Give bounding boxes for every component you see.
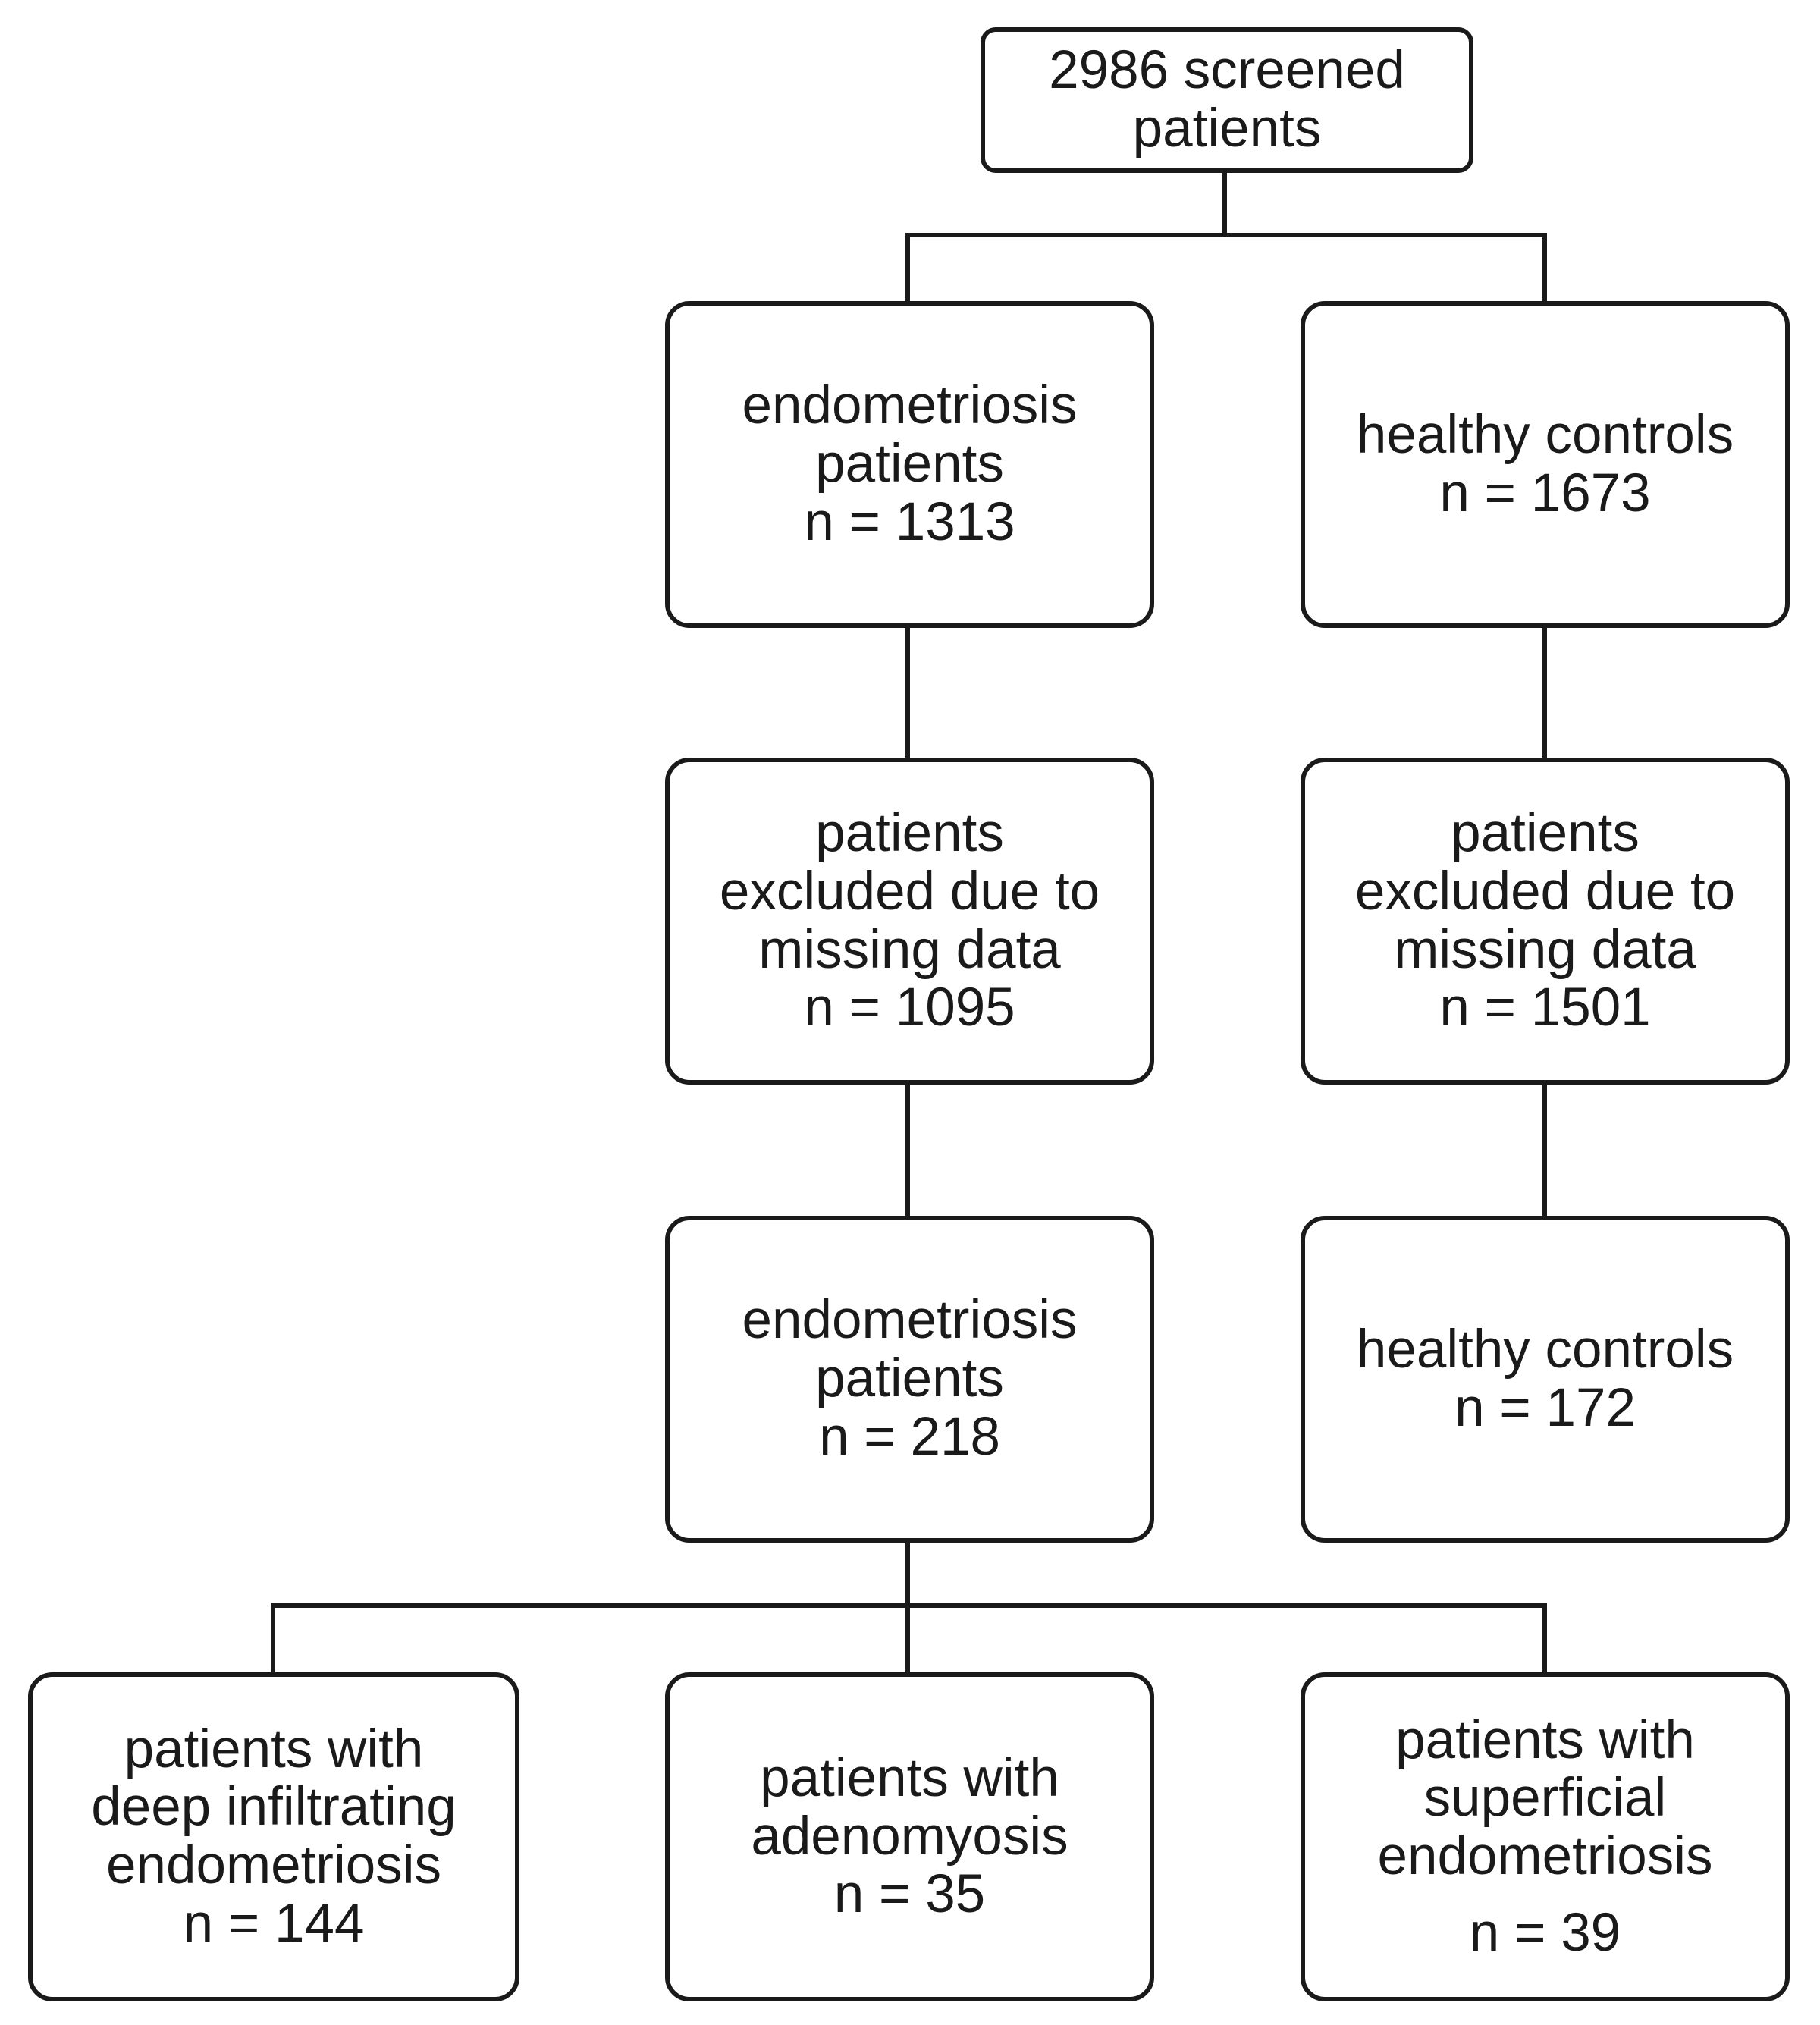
superficial-endometriosis-box: patients with superficial endometriosis … xyxy=(1301,1672,1790,2001)
box-line: n = 172 xyxy=(1454,1377,1636,1438)
box-line: n = 1501 xyxy=(1439,978,1651,1038)
box-line: healthy controls xyxy=(1356,1319,1734,1380)
controls-included-box: healthy controls n = 172 xyxy=(1301,1216,1790,1543)
box-line: endometriosis xyxy=(106,1835,441,1895)
box-line: n = 144 xyxy=(183,1893,365,1954)
box-line: patients xyxy=(1451,803,1640,864)
box-line: excluded due to xyxy=(719,861,1100,921)
box-line: endometriosis xyxy=(1377,1826,1713,1886)
box-line: 2986 screened xyxy=(1049,40,1405,101)
endometriosis-excluded-box: patients excluded due to missing data n … xyxy=(665,758,1154,1085)
endometriosis-patients-box: endometriosis patients n = 1313 xyxy=(665,301,1154,628)
box-line: patients xyxy=(815,434,1004,494)
box-line: excluded due to xyxy=(1354,861,1736,921)
box-line: n = 1313 xyxy=(804,491,1015,552)
box-line: healthy controls xyxy=(1356,404,1734,465)
deep-infiltrating-box: patients with deep infiltrating endometr… xyxy=(28,1672,519,2001)
box-line: missing data xyxy=(1394,919,1696,980)
box-line: deep infiltrating xyxy=(91,1777,457,1838)
box-line: endometriosis xyxy=(742,1290,1078,1351)
box-line: n = 1095 xyxy=(804,978,1015,1038)
box-line: patients xyxy=(815,803,1004,864)
box-line: patients with xyxy=(1395,1709,1695,1770)
box-line: n = 35 xyxy=(833,1864,986,1925)
box-line: n = 1673 xyxy=(1439,463,1651,523)
adenomyosis-box: patients with adenomyosis n = 35 xyxy=(665,1672,1154,2001)
box-line: superficial xyxy=(1423,1768,1667,1829)
healthy-controls-box: healthy controls n = 1673 xyxy=(1301,301,1790,628)
box-line: adenomyosis xyxy=(751,1806,1068,1866)
box-line: patients xyxy=(815,1348,1004,1409)
box-line: patients xyxy=(1132,99,1322,159)
box-line: missing data xyxy=(758,919,1061,980)
box-line: endometriosis xyxy=(742,375,1078,436)
box-line: patients with xyxy=(760,1747,1059,1808)
box-line: n = 39 xyxy=(1469,1902,1621,1963)
controls-excluded-box: patients excluded due to missing data n … xyxy=(1301,758,1790,1085)
box-line: n = 218 xyxy=(819,1406,1000,1467)
endometriosis-included-box: endometriosis patients n = 218 xyxy=(665,1216,1154,1543)
box-line: patients with xyxy=(124,1719,424,1779)
screened-patients-box: 2986 screened patients xyxy=(981,27,1473,173)
